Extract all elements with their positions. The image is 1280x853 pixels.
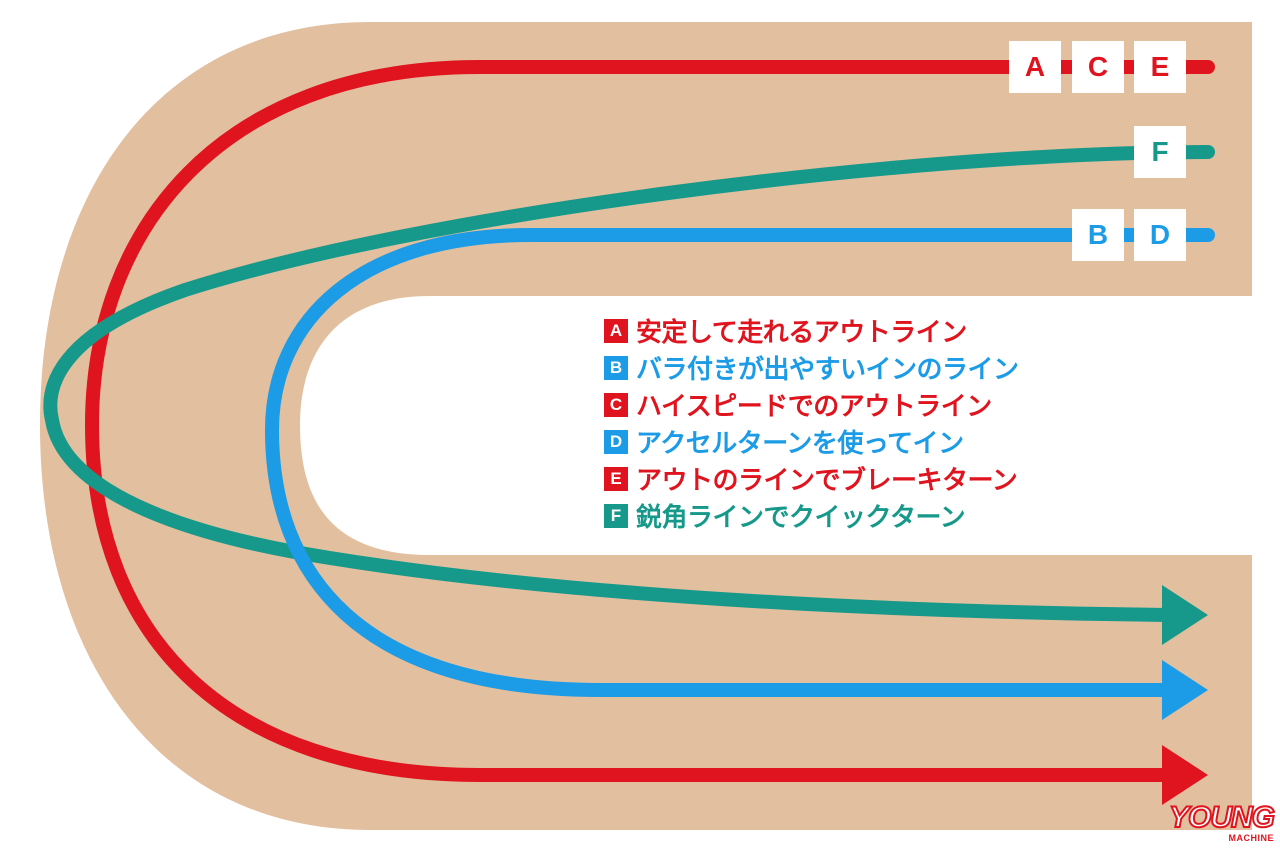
legend-key-e: E (604, 466, 628, 491)
red-arrowhead (1162, 745, 1208, 805)
line-label-c: C (1072, 41, 1124, 93)
legend-item-d: D アクセルターンを使ってイン (604, 423, 1124, 460)
line-label-d: D (1134, 209, 1186, 261)
legend-key-a: A (604, 318, 628, 343)
legend-item-a: A 安定して走れるアウトライン (604, 312, 1124, 349)
teal-arrowhead (1162, 585, 1208, 645)
teal-racing-line (43, 145, 1215, 622)
legend-text-c: ハイスピードでのアウトライン (636, 392, 992, 422)
blue-racing-line (264, 228, 1215, 697)
legend-item-c: C ハイスピードでのアウトライン (604, 386, 1124, 423)
line-label-e-text: E (1150, 51, 1170, 82)
line-label-a: A (1009, 41, 1061, 93)
legend-key-c: C (604, 392, 628, 417)
legend-item-e: E アウトのラインでブレーキターン (604, 460, 1124, 497)
legend-key-f: F (604, 503, 628, 528)
legend-item-b: B バラ付きが出やすいインのライン (604, 349, 1124, 386)
legend-text-e: アウトのラインでブレーキターン (636, 466, 1018, 496)
track-surface (40, 22, 1252, 830)
line-label-f: F (1134, 126, 1186, 178)
line-label-a-text: A (1024, 51, 1046, 82)
blue-arrowhead (1162, 660, 1208, 720)
line-label-b-text: B (1087, 219, 1109, 250)
legend-item-f: F 鋭角ラインでクイックターン (604, 497, 1124, 534)
legend-text-a: 安定して走れるアウトライン (636, 318, 967, 348)
legend-key-b: B (604, 355, 628, 380)
line-label-d-text: D (1149, 219, 1171, 250)
legend-key-d: D (604, 429, 628, 454)
red-racing-line (84, 60, 1215, 782)
legend-text-b: バラ付きが出やすいインのライン (636, 355, 1019, 385)
line-label-b: B (1072, 209, 1124, 261)
line-label-e: E (1134, 41, 1186, 93)
young-machine-logo: YOUNG MACHINE (1168, 801, 1276, 843)
logo-sub-text: MACHINE (1228, 833, 1274, 843)
line-label-c-text: C (1087, 51, 1109, 82)
line-label-f-text: F (1151, 136, 1169, 167)
legend-text-d: アクセルターンを使ってイン (636, 429, 964, 459)
legend-text-f: 鋭角ラインでクイックターン (636, 503, 966, 533)
logo-main-text: YOUNG (1168, 801, 1276, 834)
legend: A 安定して走れるアウトライン B バラ付きが出やすいインのライン C ハイスピ… (604, 312, 1124, 534)
